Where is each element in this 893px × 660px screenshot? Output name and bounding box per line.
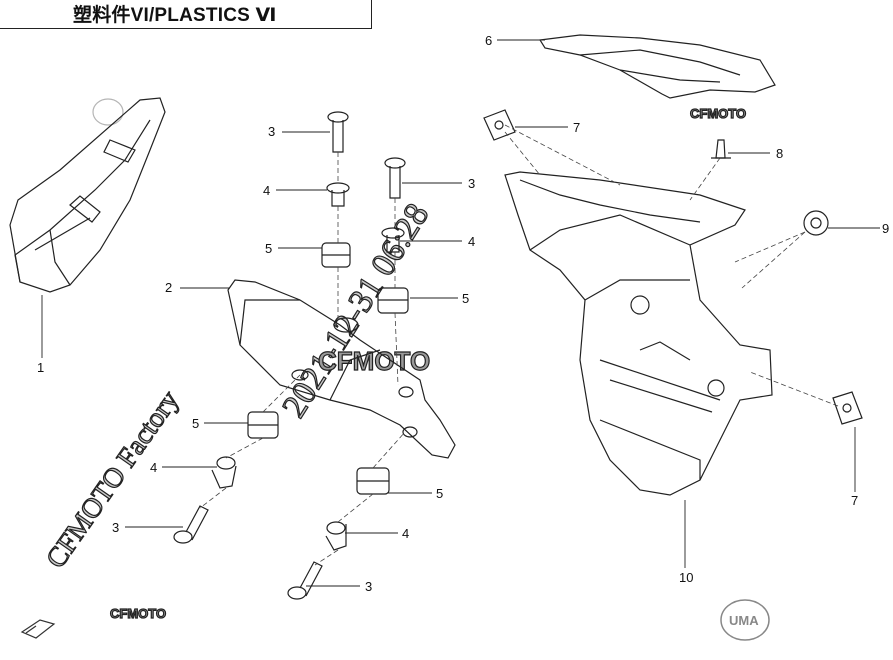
- fastener-bolt-3d: [287, 561, 323, 600]
- front-arrow-icon: [20, 619, 56, 639]
- callout-4: 4: [468, 234, 475, 249]
- callout-4: 4: [150, 460, 157, 475]
- callout-10: 10: [679, 570, 693, 585]
- uma-logo-icon: [92, 98, 124, 126]
- callout-5: 5: [436, 486, 443, 501]
- callout-6: 6: [485, 33, 492, 48]
- leader-lines: [41, 39, 880, 587]
- part-1-side-cover: [9, 97, 166, 293]
- callout-5: 5: [265, 241, 272, 256]
- callout-3: 3: [468, 176, 475, 191]
- callout-7: 7: [573, 120, 580, 135]
- fastener-bolt-3c: [173, 505, 209, 544]
- callout-3: 3: [268, 124, 275, 139]
- callout-5: 5: [462, 291, 469, 306]
- assembly-lines: [199, 124, 839, 566]
- fastener-bolt-3a: [327, 111, 349, 153]
- callout-3: 3: [365, 579, 372, 594]
- watermark-name: CFMOTO Factory: [40, 385, 185, 574]
- part-6-tail-cover: [538, 34, 776, 99]
- callout-4: 4: [402, 526, 409, 541]
- fastener-collar-4c: [211, 456, 237, 489]
- part-2-mount-plate: [227, 279, 456, 459]
- fastener-collar-4d: [325, 521, 347, 551]
- uma-logo-icon-large: [720, 599, 770, 641]
- callout-labels: 1 2 3 3 3 3 4 4 4 4 5 5 5 5 6 7 7 8 9 10: [37, 33, 889, 594]
- watermark-brand-bottom: CFMOTO: [110, 606, 166, 621]
- clip-nut-7b: [832, 391, 863, 425]
- fastener-grommet-5b: [377, 287, 409, 314]
- part-10-rear-fender: [504, 171, 773, 496]
- uma-logo-text: UMA: [729, 613, 759, 628]
- callout-9: 9: [882, 221, 889, 236]
- callout-1: 1: [37, 360, 44, 375]
- page-title: 塑料件VI/PLASTICS Ⅵ: [73, 5, 277, 26]
- clip-nut-7a: [483, 109, 516, 141]
- callout-7: 7: [851, 493, 858, 508]
- watermark-brand-center: CFMOTO: [318, 346, 430, 376]
- callout-8: 8: [776, 146, 783, 161]
- title-block: 塑料件VI/PLASTICS Ⅵ: [0, 0, 372, 29]
- screw-8: [711, 139, 731, 159]
- fastener-collar-4a: [326, 182, 350, 207]
- fastener-grommet-5c: [247, 411, 279, 439]
- bolt-9: [803, 210, 829, 236]
- fastener-collar-4b: [381, 227, 405, 253]
- fastener-grommet-5a: [321, 242, 351, 268]
- callout-4: 4: [263, 183, 270, 198]
- fastener-bolt-3b: [384, 157, 406, 199]
- callout-3: 3: [112, 520, 119, 535]
- callout-5: 5: [192, 416, 199, 431]
- watermark-brand-top: CFMOTO: [690, 106, 746, 121]
- fastener-grommet-5d: [356, 467, 390, 495]
- callout-2: 2: [165, 280, 172, 295]
